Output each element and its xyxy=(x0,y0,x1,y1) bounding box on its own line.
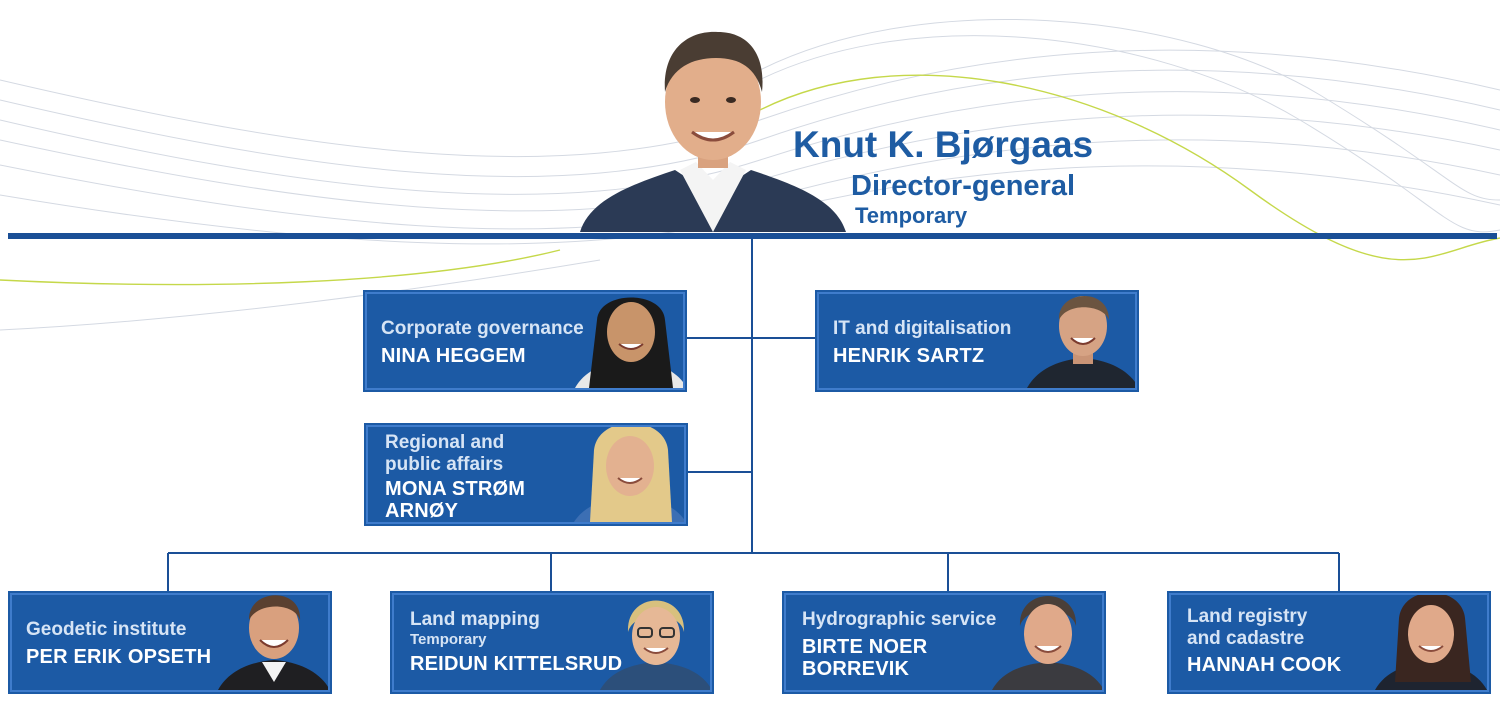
unit-name-line-2: and cadastre xyxy=(1187,628,1305,649)
portrait-reidun-kittelsrud xyxy=(600,600,710,690)
unit-card-land-registry-cadastre[interactable]: Land registry and cadastre HANNAH COOK xyxy=(1169,593,1489,692)
unit-card-land-mapping[interactable]: Land mapping Temporary REIDUN KITTELSRUD xyxy=(392,593,712,692)
director-title: Director-general xyxy=(851,170,1076,202)
person-name: HENRIK SARTZ xyxy=(833,345,985,367)
director-status-note: Temporary xyxy=(855,203,968,228)
unit-name-line-2: public affairs xyxy=(385,454,504,475)
main-horizontal-bar xyxy=(8,233,1497,239)
director-name: Knut K. Bjørgaas xyxy=(793,124,1094,165)
unit-name: Land mapping xyxy=(410,609,540,630)
unit-name: Corporate governance xyxy=(381,318,584,339)
portrait-mona-strom-arnoy xyxy=(574,427,684,522)
portrait-birte-noer-borrevik xyxy=(992,596,1102,690)
unit-card-regional-public-affairs[interactable]: Regional and public affairs MONA STRØM A… xyxy=(366,425,686,524)
unit-name-line-1: Land registry xyxy=(1187,606,1308,627)
person-name: NINA HEGGEM xyxy=(381,345,526,367)
person-name: HANNAH COOK xyxy=(1187,654,1342,676)
portrait-per-erik-opseth xyxy=(218,595,328,690)
unit-name: Hydrographic service xyxy=(802,609,997,630)
unit-name: IT and digitalisation xyxy=(833,318,1012,339)
portrait-henrik-sartz xyxy=(1027,295,1135,388)
person-name-line-2: ARNØY xyxy=(385,500,459,522)
unit-status-note: Temporary xyxy=(410,631,487,648)
unit-card-hydrographic-service[interactable]: Hydrographic service BIRTE NOER BORREVIK xyxy=(784,593,1104,692)
person-name: PER ERIK OPSETH xyxy=(26,646,212,668)
person-name-line-1: BIRTE NOER xyxy=(802,636,928,658)
portrait-hannah-cook xyxy=(1375,595,1487,690)
person-name: REIDUN KITTELSRUD xyxy=(410,653,623,675)
director-portrait xyxy=(580,31,846,232)
unit-card-it-digitalisation[interactable]: IT and digitalisation HENRIK SARTZ xyxy=(817,292,1137,390)
unit-name: Geodetic institute xyxy=(26,619,187,640)
unit-card-corporate-governance[interactable]: Corporate governance NINA HEGGEM xyxy=(365,292,685,390)
portrait-nina-heggem xyxy=(575,297,683,388)
unit-name-line-1: Regional and xyxy=(385,432,505,453)
person-name-line-2: BORREVIK xyxy=(802,658,910,680)
unit-card-geodetic-institute[interactable]: Geodetic institute PER ERIK OPSETH xyxy=(10,593,330,692)
person-name-line-1: MONA STRØM xyxy=(385,478,526,500)
